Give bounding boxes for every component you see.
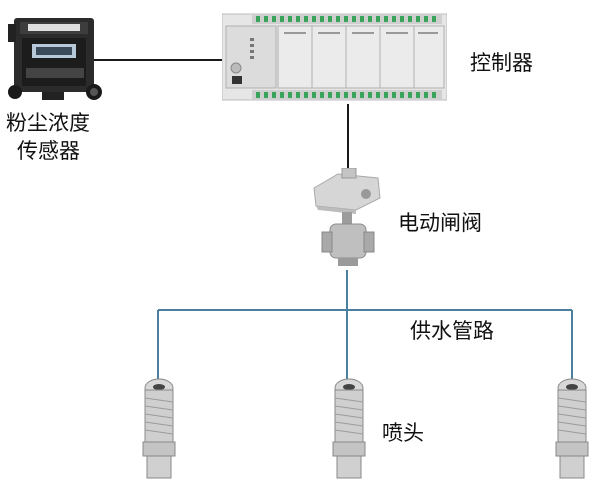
plc-controller-icon: [222, 13, 447, 101]
dust-sensor-icon: [8, 18, 102, 100]
spray-nozzle-icon: [555, 378, 589, 479]
sensor-label-line1: 粉尘浓度: [6, 111, 90, 135]
sensor-label-line2: 传感器: [17, 139, 80, 163]
electric-valve-icon: [313, 168, 381, 266]
controller-label: 控制器: [470, 51, 533, 75]
pipe-label: 供水管路: [410, 319, 494, 343]
spray-nozzle-icon: [142, 378, 176, 479]
spray-nozzle-icon: [332, 378, 366, 479]
nozzle-label: 喷头: [382, 421, 424, 445]
valve-label: 电动闸阀: [398, 211, 482, 235]
